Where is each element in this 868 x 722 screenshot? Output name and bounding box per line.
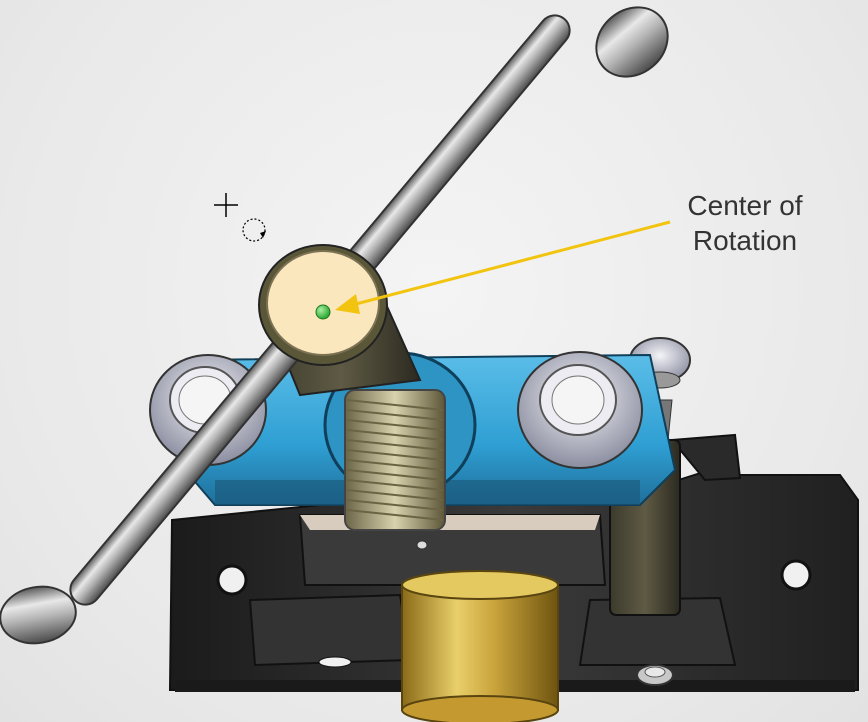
hex-nut-left[interactable] [149, 354, 267, 466]
handle-end-cap-bottom[interactable] [0, 581, 80, 649]
rotation-center-marker[interactable] [315, 304, 331, 320]
callout-arrow [335, 220, 671, 314]
middle-plate [298, 514, 607, 586]
hex-nut-right[interactable] [517, 351, 643, 469]
handle-end-cap-top[interactable] [582, 0, 681, 91]
small-cap-screw[interactable] [636, 664, 674, 686]
brass-bushing[interactable] [401, 570, 559, 722]
base-foot-left [248, 593, 412, 667]
center-of-rotation-label: Center of Rotation [687, 190, 803, 256]
mounting-hole-left [216, 564, 248, 596]
mounting-hole-right [780, 559, 812, 591]
rotate-view-cursor-icon [214, 193, 266, 242]
lead-screw[interactable] [344, 389, 446, 531]
